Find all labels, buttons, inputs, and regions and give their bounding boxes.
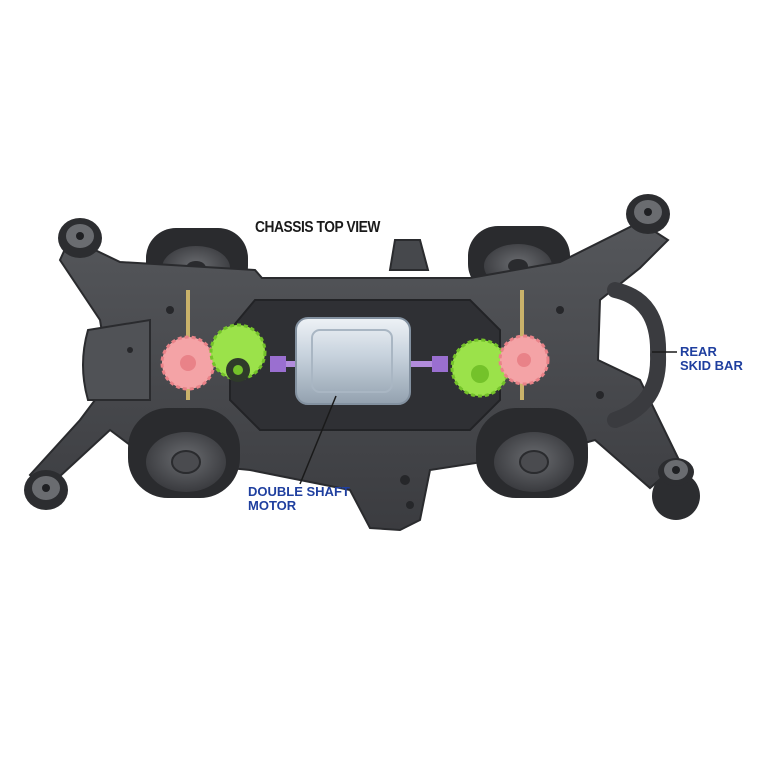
diagram-title: CHASSIS TOP VIEW	[255, 219, 380, 236]
front-right-wheel	[476, 408, 588, 498]
skid-bar-label-line2: SKID BAR	[680, 358, 743, 373]
double-shaft-motor	[270, 317, 448, 405]
front-left-wheel	[128, 408, 240, 498]
rear-right-lower-roller	[652, 458, 700, 520]
skid-bar-label: REAR SKID BAR	[680, 345, 743, 373]
motor-leader-line	[299, 395, 337, 485]
rear-spur-gear	[450, 338, 510, 398]
front-left-roller	[58, 218, 102, 258]
skid-bar-label-line1: REAR	[680, 344, 717, 359]
motor-label-line1: DOUBLE SHAFT	[248, 484, 350, 499]
motor-label: DOUBLE SHAFT MOTOR	[248, 485, 350, 513]
motor-label-line2: MOTOR	[248, 498, 297, 513]
rear-crown-gear	[498, 334, 550, 386]
front-left-lower-roller	[24, 470, 68, 510]
front-spur-gear	[209, 323, 267, 382]
rear-right-roller	[626, 194, 670, 234]
front-crown-gear	[160, 335, 216, 391]
